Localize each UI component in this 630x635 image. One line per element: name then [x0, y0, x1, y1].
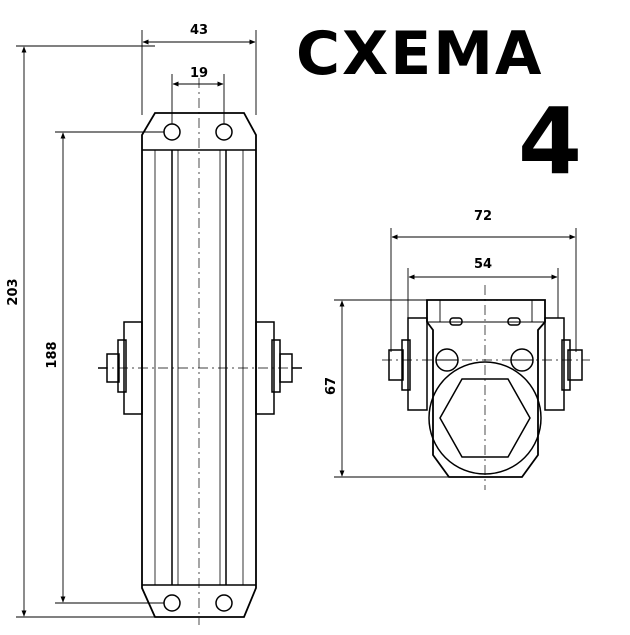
dim-67-label: 67 [324, 377, 339, 395]
dim-19-label: 19 [190, 66, 208, 81]
end-dimensions [334, 228, 577, 478]
end-view [382, 285, 590, 490]
dim-72-label: 72 [474, 209, 492, 224]
scheme-title: СХЕМА [296, 19, 544, 89]
front-view [98, 78, 302, 625]
dim-188-label: 188 [45, 341, 60, 368]
dim-203-label: 203 [6, 278, 21, 305]
front-dimensions [16, 30, 257, 618]
dim-54-label: 54 [474, 257, 492, 272]
dim-43-label: 43 [190, 23, 208, 38]
scheme-number: 4 [517, 88, 582, 195]
